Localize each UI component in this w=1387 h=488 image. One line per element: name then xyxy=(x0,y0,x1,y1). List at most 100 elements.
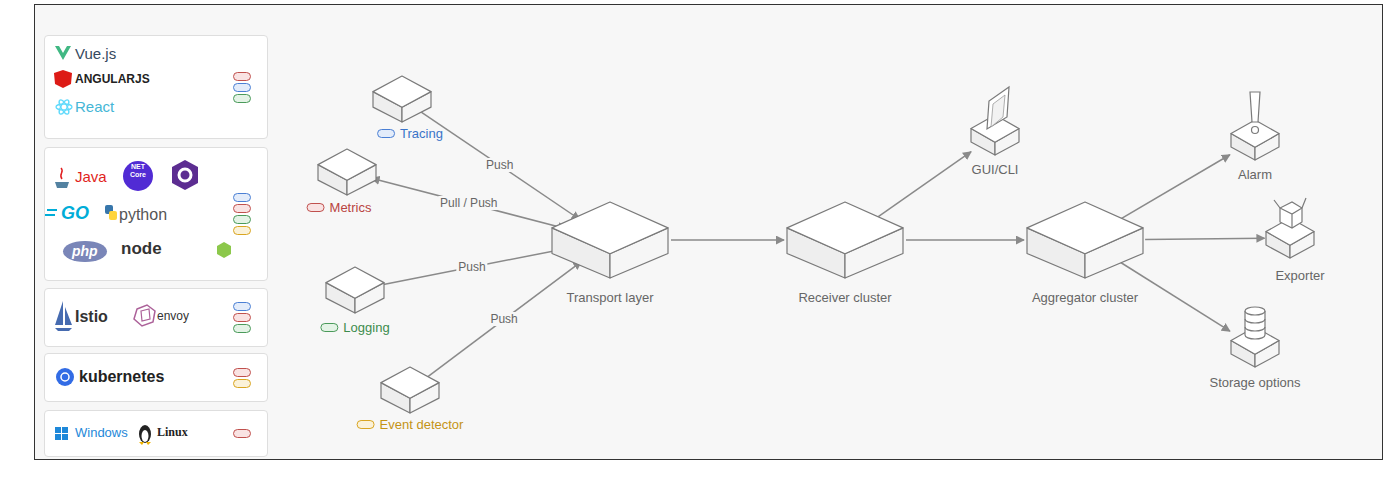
flow-arrow xyxy=(875,152,971,219)
node-label-row: Exporter xyxy=(1275,268,1324,283)
windows-logo xyxy=(55,427,61,433)
color-pill xyxy=(233,324,251,333)
color-pill xyxy=(233,313,251,322)
color-pill xyxy=(233,193,251,202)
node-label: Event detector xyxy=(380,417,464,432)
logo-layer xyxy=(45,411,267,488)
tech-name: React xyxy=(75,99,114,116)
react-logo xyxy=(56,104,72,110)
component-node: Logging xyxy=(326,267,384,313)
linux-logo xyxy=(139,425,151,443)
color-pill xyxy=(233,94,251,103)
component-node: Metrics xyxy=(318,149,376,195)
tech-name: kubernetes xyxy=(79,368,164,386)
node-label-row: Tracing xyxy=(377,126,443,141)
cube-icon xyxy=(1225,90,1285,160)
node-label-row: Alarm xyxy=(1238,167,1272,182)
node-label: Logging xyxy=(343,320,389,335)
color-pill xyxy=(307,203,325,212)
flow-arrow xyxy=(371,178,566,228)
dotnet-logo xyxy=(123,161,153,191)
flow-arrow xyxy=(420,111,580,219)
node-label: Tracing xyxy=(400,126,443,141)
node-label: Storage options xyxy=(1209,375,1300,390)
node-label: Transport layer xyxy=(567,290,654,305)
color-pill xyxy=(233,72,251,81)
istio-logo xyxy=(55,301,72,325)
tech-panel: kubernetes xyxy=(44,353,268,402)
node-label-row: Storage options xyxy=(1209,375,1300,390)
node-label: Aggregator cluster xyxy=(1032,290,1138,305)
cube-icon xyxy=(318,149,376,195)
cube-top xyxy=(787,202,903,254)
cube-icon xyxy=(552,202,668,278)
tech-name: Vue.js xyxy=(75,46,116,63)
database-icon xyxy=(1245,319,1265,331)
node-label-row: Event detector xyxy=(357,417,464,432)
node-label: Metrics xyxy=(330,200,372,215)
component-node: Storage options xyxy=(1225,303,1285,367)
cube-icon xyxy=(1225,303,1285,367)
tech-panel: JavaNET CoreGOpythonphpnode xyxy=(44,147,268,281)
cube-icon xyxy=(787,202,903,278)
edge-label: Push xyxy=(488,312,519,326)
color-pill xyxy=(233,379,251,388)
node-label: Alarm xyxy=(1238,167,1272,182)
cube-top xyxy=(552,202,668,254)
tech-name: Windows xyxy=(75,426,128,440)
node-label: Exporter xyxy=(1275,268,1324,283)
tech-name: Java xyxy=(75,169,107,186)
color-pill xyxy=(233,302,251,311)
component-node: Exporter xyxy=(1260,198,1320,258)
edge-label: Pull / Push xyxy=(438,196,499,210)
tech-panel: Windows Linux xyxy=(44,410,268,457)
node-logo xyxy=(217,242,231,258)
tech-name: NET Core xyxy=(125,163,151,178)
tech-name: Linux xyxy=(157,426,188,439)
linux-logo xyxy=(142,430,149,442)
flow-arrow xyxy=(1117,155,1230,221)
box-icon xyxy=(1274,198,1306,228)
react-logo xyxy=(57,99,70,116)
angular-logo xyxy=(54,70,72,88)
color-pill xyxy=(233,215,251,224)
windows-logo xyxy=(62,434,68,440)
color-pill xyxy=(233,429,251,438)
component-node: Alarm xyxy=(1225,90,1285,160)
node-label-row: Logging xyxy=(320,320,389,335)
windows-logo xyxy=(62,427,68,433)
component-node: Event detector xyxy=(381,367,439,413)
cube-top xyxy=(1027,202,1143,254)
istio-logo xyxy=(55,328,72,331)
envoy-logo xyxy=(141,309,150,321)
tech-name: ANGULARJS xyxy=(75,73,150,86)
windows-logo xyxy=(55,434,61,440)
csharp-logo xyxy=(172,160,198,190)
tech-panel: Vue.jsANGULARJS React xyxy=(44,35,268,139)
tech-name: node xyxy=(121,240,162,259)
color-pill xyxy=(357,420,375,429)
box-icon xyxy=(1280,202,1302,228)
flow-arrow xyxy=(381,249,563,285)
alarm-icon xyxy=(1252,127,1259,134)
monitor-icon xyxy=(987,87,1009,129)
cube-icon xyxy=(381,367,439,413)
cube-icon xyxy=(965,85,1025,155)
component-node: Aggregator cluster xyxy=(1027,202,1143,278)
go-lines xyxy=(45,210,57,215)
cube-top xyxy=(1231,120,1279,147)
cube-top xyxy=(318,149,376,180)
node-label: Receiver cluster xyxy=(798,290,891,305)
component-node: Receiver cluster xyxy=(787,202,903,278)
flow-arrow xyxy=(427,262,581,378)
tech-name: GO xyxy=(61,204,89,224)
node-label-row: Transport layer xyxy=(567,290,654,305)
flow-arrow xyxy=(906,239,1024,241)
vue-logo xyxy=(55,46,71,60)
database-icon xyxy=(1245,307,1265,315)
flow-arrow xyxy=(1145,238,1264,239)
cube-top xyxy=(381,367,439,398)
alarm-icon xyxy=(1250,92,1260,122)
java-logo xyxy=(55,182,69,188)
edge-label: Push xyxy=(456,260,487,274)
